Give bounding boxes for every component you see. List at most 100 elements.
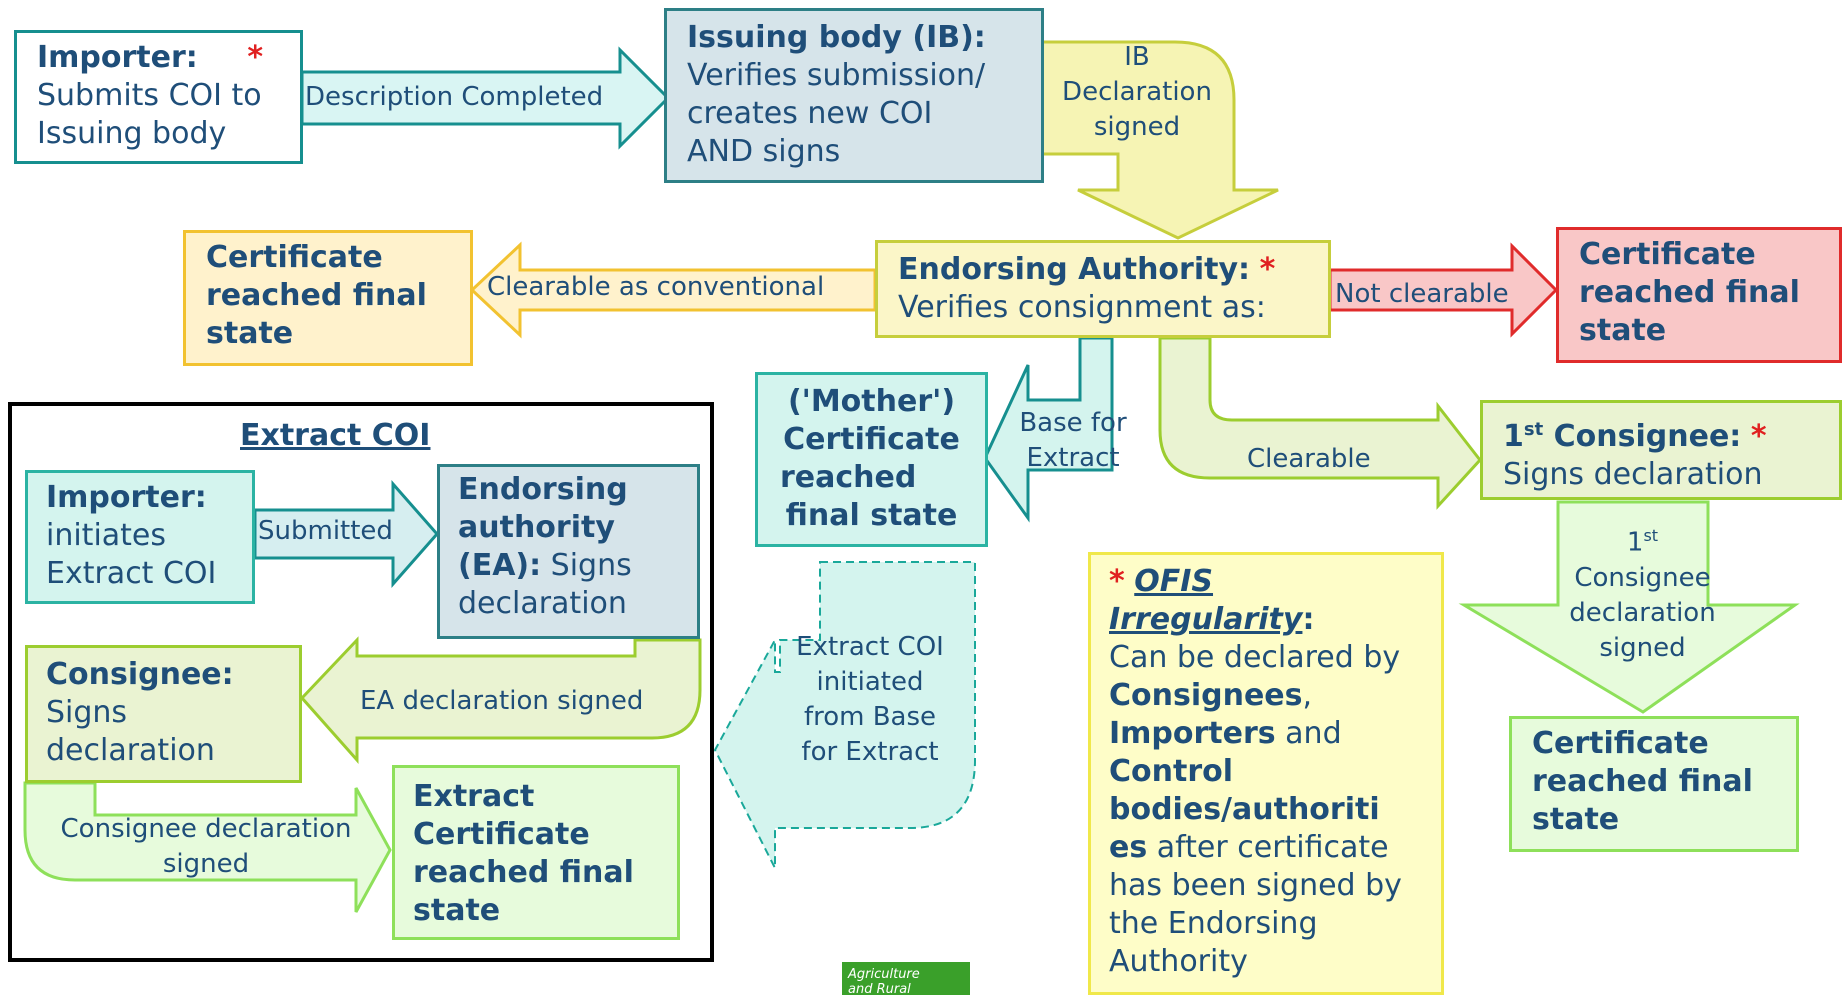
ex-consignee-line1: Signs [46,695,128,730]
asterisk-icon: * [1750,419,1767,454]
issuing-body-box: Issuing body (IB): Verifies submission/ … [664,8,1044,183]
ofis-line-rest2: the Endorsing [1109,906,1318,941]
clearable-arrow [1158,336,1482,510]
cert-right-line2: reached final [1579,275,1800,310]
ex-cert-line4: state [413,893,501,928]
ex-ea-line2: authority [458,510,615,545]
ofis-line-control: Control [1109,754,1234,789]
cert-final-left-box: Certificate reached final state [183,230,473,366]
cert-right-line1: Certificate [1579,237,1756,272]
ex-cert-line3: reached final [413,855,634,890]
extract-coi-title: Extract COI [240,418,431,453]
extract-label-line3: from Base [803,702,937,732]
endorsing-authority-box: Endorsing Authority: * Verifies consignm… [875,240,1331,338]
logo-line1: Agriculture [848,967,920,982]
consignee-signed-arrow [23,781,392,913]
extract-label-line2: initiated [816,667,924,697]
ib-label-line2: Declaration [1062,77,1212,107]
ofis-line-importers: Importers and [1109,716,1342,751]
ex-cert-line1: Extract [413,779,535,814]
ex-importer-line2: Extract COI [46,556,217,591]
consignee-signed-line2: signed [162,849,250,879]
ex-ea-line4: declaration [458,586,627,621]
submitted-arrow [253,480,439,588]
submitted-label: Submitted [258,516,393,546]
cert-left-line3: state [206,316,294,351]
clearable-conventional-label: Clearable as conventional [487,272,825,302]
ex-importer-title: Importer: [46,480,207,515]
first-consignee-box: 1st Consignee: * Signs declaration [1480,400,1842,500]
ex-cert-line2: Certificate [413,817,590,852]
ex-importer-line1: initiates [46,518,167,553]
extract-initiated-arrow [713,561,976,869]
cert-right-line3: state [1579,313,1667,348]
importer-line1: Submits COI to [37,78,262,113]
importer-line2: Issuing body [37,116,227,151]
base-label-line1: Base for [1019,408,1127,438]
ex-consignee-line2: declaration [46,733,215,768]
consignee1-label-line0: 1st [1626,526,1659,558]
ib-declaration-arrow [1040,40,1279,240]
ofis-line-rest3: Authority [1109,944,1248,979]
consignee1-label-line3: signed [1599,632,1686,663]
ofis-line-can: Can be declared by [1109,640,1401,675]
consignee1-title: 1st Consignee: * [1503,419,1767,454]
issuing-body-title: Issuing body (IB): [687,20,986,55]
extract-importer-box: Importer: initiates Extract COI [25,470,255,604]
cert-bottom-line3: state [1532,802,1620,837]
ofis-title-line1: * OFIS [1109,564,1214,599]
description-completed-arrow [300,46,671,150]
extract-coi-panel [8,402,714,962]
consignee1-line: Signs declaration [1503,457,1763,492]
importer-box: Importer: * Submits COI to Issuing body [14,30,303,164]
ea-signed-label: EA declaration signed [360,686,644,716]
ofis-title-line2: Irregularity: [1109,602,1315,637]
mother-line1: ('Mother') [787,384,956,419]
not-clearable-arrow [1328,242,1559,338]
extract-cert-box: Extract Certificate reached final state [392,765,680,940]
cert-bottom-line1: Certificate [1532,726,1709,761]
endorsing-line: Verifies consignment as: [898,290,1266,325]
cert-bottom-line2: reached final [1532,764,1753,799]
extract-ea-box: Endorsing authority (EA): Signs declarat… [437,464,700,639]
ofis-line-consignees: Consignees, [1109,678,1313,713]
ib-declaration-label: IB Declaration signed [1052,40,1222,145]
logo-line2: and Rural [848,982,911,995]
cert-left-line1: Certificate [206,240,383,275]
endorsing-title: Endorsing Authority: * [898,252,1276,287]
ofis-line-bodies1: bodies/authoriti [1109,792,1380,827]
consignee1-label-line2: declaration [1569,597,1716,628]
base-for-extract-label: Base for Extract [1008,406,1138,476]
asterisk-icon: * [247,40,264,75]
cert-final-bottom-box: Certificate reached final state [1509,716,1799,852]
issuing-body-line1: Verifies submission/ [687,58,986,93]
extract-label-line4: for Extract [801,737,939,767]
ofis-irregularity-note: * OFIS Irregularity: Can be declared by … [1088,552,1444,995]
clearable-conventional-arrow [469,241,877,339]
asterisk-icon: * [1259,252,1276,287]
not-clearable-label: Not clearable [1335,279,1509,309]
description-completed-label: Description Completed [305,82,604,112]
base-label-line2: Extract [1026,443,1120,473]
agriculture-logo: Agriculture and Rural [842,962,970,995]
issuing-body-line3: AND signs [687,134,841,169]
ib-label-line1: IB [1124,42,1150,72]
ib-label-line3: signed [1093,112,1181,142]
consignee-signed-line1: Consignee declaration [60,814,352,844]
importer-title: Importer: * [37,40,264,75]
ofis-line-rest1: has been signed by [1109,868,1402,903]
ex-ea-line3: (EA): Signs [458,548,632,583]
base-for-extract-arrow [983,336,1114,523]
cert-left-line2: reached final [206,278,427,313]
extract-consignee-box: Consignee: Signs declaration [25,645,302,783]
consignee-signed-label: Consignee declaration signed [38,812,374,882]
ofis-line-bodies2: es after certificate [1109,830,1389,865]
clearable-label: Clearable [1247,444,1371,474]
mother-line3: reached [780,460,917,495]
cert-final-right-box: Certificate reached final state [1556,227,1842,363]
mother-certificate-box: ('Mother') Certificate reached final sta… [755,372,988,547]
extract-label-line1: Extract COI [796,632,944,662]
ex-consignee-title: Consignee: [46,657,234,692]
asterisk-icon: * [1109,564,1125,599]
